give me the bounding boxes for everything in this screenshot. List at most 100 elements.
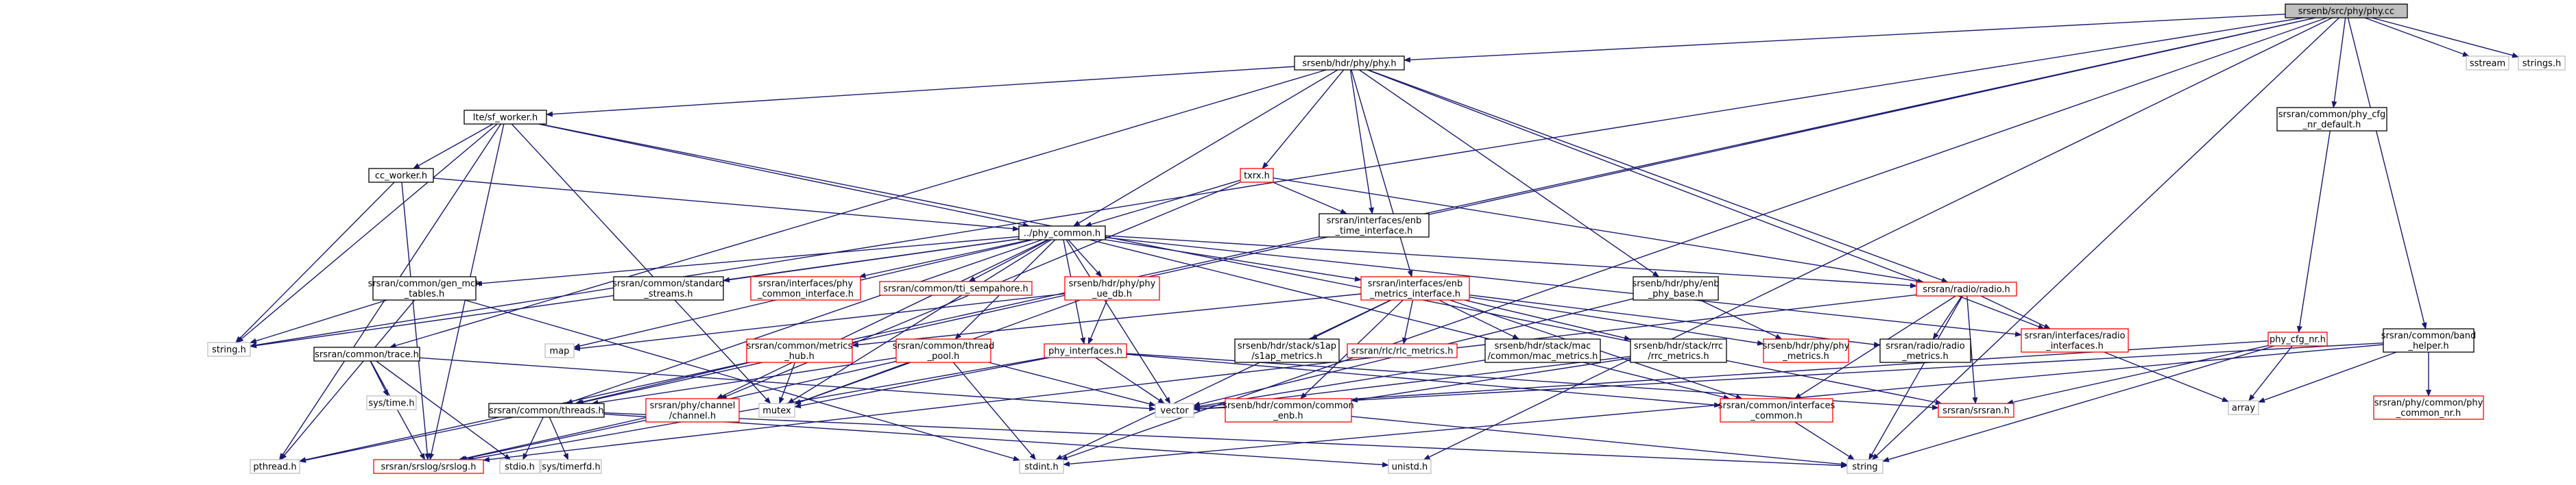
node-label: sys/timerfd.h [542, 462, 601, 473]
node-phy-interfaces[interactable]: phy_interfaces.h [1044, 343, 1127, 358]
node-label: srsran/phy/channel [650, 401, 736, 411]
node-label: srsran/srslog/srslog.h [381, 462, 477, 473]
node-label: srsran/common/tti_sempahore.h [883, 284, 1028, 295]
node-metrics-hub[interactable]: srsran/common/metrics_hub.h [746, 338, 853, 363]
node-lte-sf-worker[interactable]: lte/sf_worker.h [464, 110, 547, 125]
node-phy-cfg-nr[interactable]: phy_cfg_nr.h [2267, 332, 2328, 347]
edge-band_helper-to-array [2258, 351, 2397, 403]
node-box [2383, 328, 2475, 353]
edge-phy_cc-to-pthread_h [299, 17, 2315, 463]
node-cc-worker[interactable]: cc_worker.h [368, 168, 434, 183]
node-srslog-h[interactable]: srsran/srslog/srslog.h [373, 459, 484, 474]
node-label: cc_worker.h [375, 171, 427, 182]
node-rrc-metrics[interactable]: srsenb/hdr/stack/rrc/rrc_metrics.h [1630, 338, 1727, 363]
node-phy-common-nr[interactable]: srsran/phy/common/phy_common_nr.h [2373, 395, 2484, 420]
edge-radio_h-to-srsran_h [1966, 295, 1978, 404]
node-mac-metrics[interactable]: srsenb/hdr/stack/mac/common/mac_metrics.… [1484, 338, 1601, 363]
node-gen-mch-tables[interactable]: srsran/common/gen_mch_tables.h [368, 276, 481, 301]
node-band-helper[interactable]: srsran/common/band_helper.h [2381, 328, 2477, 353]
node-common-enb[interactable]: srsenb/hdr/common/common_enb.h [1223, 398, 1354, 423]
edge-threads_h-to-unistd_h [603, 413, 1389, 468]
edge-trace_h-to-stdio_h [376, 360, 511, 460]
node-thread-pool[interactable]: srsran/common/thread_pool.h [893, 338, 994, 363]
node-label: srsran/interfaces/radio [2024, 331, 2125, 341]
node-label: _interfaces.h [2045, 341, 2104, 351]
node-phy-cc[interactable]: srsenb/src/phy/phy.cc [2285, 3, 2408, 18]
node-phy-h[interactable]: srsenb/hdr/phy/phy.h [1294, 55, 1405, 71]
node-label: txrx.h [1244, 171, 1270, 182]
edge-phy_cc-to-unistd_h [1423, 17, 2333, 460]
node-label: srsenb/hdr/phy/phy.h [1302, 59, 1396, 69]
edge-threads_h-to-stdio_h [522, 416, 544, 460]
edge-threads_h-to-string [603, 412, 1848, 469]
node-txrx[interactable]: txrx.h [1240, 168, 1274, 183]
edge-radio_interfaces-to-array [2104, 351, 2229, 402]
node-interfaces-common[interactable]: srsran/common/interfaces_common.h [1718, 398, 1835, 423]
edge-lte_sf_worker-to-string_h [237, 123, 498, 343]
node-label: srsran/common/interfaces [1718, 401, 1835, 411]
node-srsran-h[interactable]: srsran/srsran.h [1938, 403, 2014, 418]
node-label: phy_cfg_nr.h [2270, 335, 2326, 345]
node-trace-h[interactable]: srsran/common/trace.h [313, 347, 420, 362]
node-common-standard-streams[interactable]: srsran/common/standard_streams.h [612, 276, 725, 301]
node-label: srsenb/hdr/phy/phy [1763, 341, 1850, 351]
edge-phy_cc-to-string [1871, 17, 2339, 460]
node-box [372, 276, 477, 301]
node-label: _nr_default.h [2302, 120, 2361, 130]
dependency-nodes: srsenb/src/phy/phy.cc srsenb/hdr/phy/phy.… [207, 3, 2566, 474]
node-phy-ue-db[interactable]: srsenb/hdr/phy/phy_ue_db.h [1064, 276, 1160, 301]
node-phy-cfg-nr-default[interactable]: srsran/common/phy_cfg_nr_default.h [2276, 107, 2387, 132]
node-label: _common_interface.h [757, 289, 854, 299]
node-strings-h: strings.h [2518, 55, 2566, 71]
edge-metrics_hub-to-threads_h [575, 362, 751, 405]
node-box [540, 459, 602, 474]
node-label: _enb.h [1273, 411, 1303, 421]
node-label: srsran/rlc/rlc_metrics.h [1351, 347, 1454, 357]
node-rlc-metrics[interactable]: srsran/rlc/rlc_metrics.h [1347, 343, 1458, 358]
edge-phy_cc-to-band_helper [2347, 17, 2427, 329]
node-tti-sempahore[interactable]: srsran/common/tti_sempahore.h [879, 281, 1033, 296]
edge-phy_ue_db-to-map [573, 293, 1066, 351]
node-s1ap-metrics[interactable]: srsenb/hdr/stack/s1ap/s1ap_metrics.h [1234, 338, 1340, 363]
node-radio-interfaces[interactable]: srsran/interfaces/radio_interfaces.h [2021, 328, 2129, 353]
node-enb-metrics-iface[interactable]: srsran/interfaces/enb_metrics_interface.… [1360, 276, 1470, 301]
node-enb-time-iface[interactable]: srsran/interfaces/enb_time_interface.h [1319, 213, 1430, 238]
node-enb-phy-base[interactable]: srsenb/hdr/phy/enb_phy_base.h [1632, 276, 1720, 301]
node-phy-common-iface[interactable]: srsran/interfaces/phy_common_interface.h [750, 276, 861, 301]
node-label: pthread.h [253, 462, 296, 473]
node-box [1225, 398, 1352, 423]
node-string-h: string.h [207, 342, 251, 357]
edge-phy_h-to-enb_time_iface [1349, 69, 1375, 214]
node-threads-h[interactable]: srsran/common/threads.h [488, 403, 605, 418]
node-channel-h[interactable]: srsran/phy/channel/channel.h [645, 398, 740, 423]
edge-radio_h-to-srslog_h [483, 294, 1917, 462]
node-box [2228, 400, 2259, 415]
edge-txrx-to-phy_common [1084, 179, 1241, 227]
node-box [368, 168, 434, 183]
node-box [2373, 395, 2484, 420]
node-box [499, 459, 540, 474]
node-box [1846, 459, 1883, 474]
node-phy-metrics[interactable]: srsenb/hdr/phy/phy_metrics.h [1763, 338, 1850, 363]
node-label: _metrics_interface.h [1369, 289, 1460, 299]
node-sys-time: sys/time.h [366, 395, 417, 410]
node-box [1763, 338, 1849, 363]
node-radio-metrics[interactable]: srsran/radio/radio_metrics.h [1879, 338, 1971, 363]
edge-phy_cc-to-phy_h [1404, 13, 2286, 63]
node-box [613, 276, 724, 301]
edge-radio_h-to-interfaces_common [1794, 295, 1956, 399]
node-phy-common[interactable]: ../phy_common.h [1018, 225, 1106, 240]
node-sstream: sstream [2466, 55, 2509, 71]
node-label: srsran/radio/radio.h [1923, 285, 2010, 295]
node-box [2518, 55, 2566, 71]
edge-enb_metrics_iface-to-phy_metrics [1469, 296, 1764, 346]
node-box [1633, 276, 1719, 301]
edge-phy_cc-to-phy_cfg_nr_default [2331, 17, 2346, 108]
node-radio-h[interactable]: srsran/radio/radio.h [1916, 282, 2017, 297]
node-label: map [550, 347, 570, 357]
edge-phy_common-to-enb_metrics_iface [1105, 239, 1362, 282]
edge-trace_h-to-vector [419, 357, 1156, 412]
node-box [544, 343, 575, 358]
node-mutex: mutex [758, 403, 795, 418]
edge-enb_metrics_iface-to-radio_metrics [1469, 294, 1881, 347]
